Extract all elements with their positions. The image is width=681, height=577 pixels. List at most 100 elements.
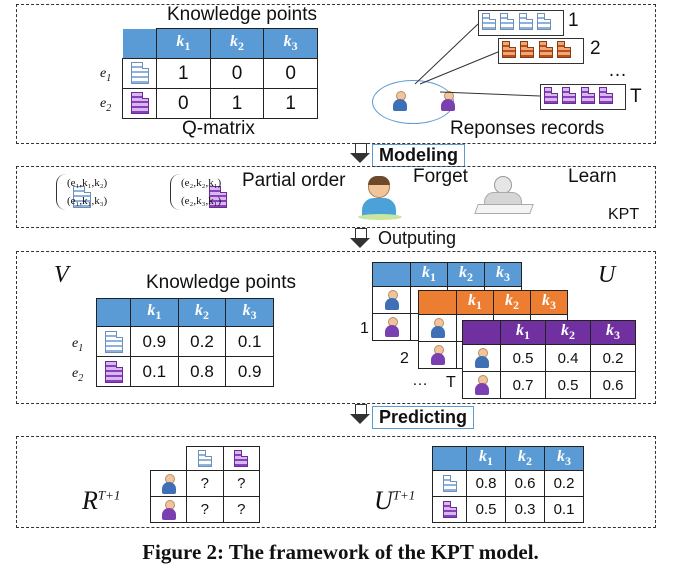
v-header-k2: k2	[177, 298, 227, 327]
v-header-k3: k3	[225, 298, 274, 327]
q-header-k3: k3	[263, 28, 318, 59]
un-cell: 0.5	[466, 496, 506, 523]
uT-header-k2: k2	[545, 320, 591, 345]
predicting-arrow-icon	[348, 404, 372, 424]
un-cell: 0.8	[466, 470, 506, 497]
response-record-T	[540, 84, 626, 110]
student-icon	[384, 290, 400, 310]
pairs-e2: (e₂,k₂,k₁) (e₂,k₃,k₁)	[170, 174, 221, 210]
u-next-table: k1 k2 k3 0.8 0.6 0.2 0.5 0.3 0.1	[432, 446, 584, 523]
v-cell: 0.8	[177, 356, 227, 387]
u-stack-label-ellipsis: …	[412, 372, 428, 389]
u-stack-label-1: 1	[360, 320, 369, 337]
row-label-e2: e2	[100, 96, 112, 114]
v-header-k1: k1	[130, 298, 179, 327]
un-cell: 0.1	[544, 496, 584, 523]
student-icon	[474, 375, 490, 395]
doc-icon	[500, 13, 515, 31]
doc-icon	[96, 326, 131, 357]
student-icon	[384, 317, 400, 337]
pair-text: (e₂,k₃,k₁)	[181, 195, 222, 207]
predicting-label: Predicting	[372, 406, 475, 429]
response-index-T: T	[630, 86, 642, 107]
doc-cell	[222, 446, 260, 471]
q-cell: 1	[156, 58, 211, 89]
u-cell: 0.7	[500, 371, 546, 399]
un-header-k3: k3	[544, 446, 584, 471]
corner-cell	[432, 446, 467, 471]
outputing-arrow-icon	[348, 228, 372, 248]
exercise-doc-icon	[104, 360, 123, 383]
doc-icon	[544, 87, 558, 105]
un-cell: 0.3	[505, 496, 545, 523]
q-cell: 1	[209, 88, 265, 119]
un-header-k1: k1	[466, 446, 506, 471]
figure-caption: Figure 2: The framework of the KPT model…	[142, 540, 539, 564]
corner-cell	[150, 446, 187, 471]
uT-header-k3: k3	[590, 320, 636, 345]
pair-text: (e₁,k₁,k₃)	[67, 195, 108, 207]
student-icon	[440, 91, 456, 111]
doc-icon	[482, 13, 496, 31]
un-cell: 0.6	[505, 470, 545, 497]
doc-icon	[557, 41, 572, 59]
doc-icon	[599, 87, 614, 105]
doc-icon	[122, 58, 157, 89]
exercise-doc-icon	[130, 62, 149, 85]
u-table-T: k1 k2 k3 0.5 0.4 0.2 0.7 0.5 0.6	[462, 320, 636, 399]
response-index-2: 2	[590, 38, 601, 59]
u-cell: 0.4	[545, 344, 591, 372]
u-cell: 0.2	[590, 344, 636, 372]
exercise-doc-icon	[72, 186, 91, 208]
student-cell	[372, 286, 411, 314]
q-header-k2: k2	[209, 28, 265, 59]
doc-icon	[96, 356, 131, 387]
q-matrix-table: k1 k2 k3 1 0 0 0 1 1	[122, 28, 318, 119]
pairs-e1: (e₁,k₁,k₂) (e₁,k₁,k₃)	[56, 174, 107, 210]
u2-header-k2: k2	[493, 290, 531, 315]
student-cell	[150, 470, 187, 497]
u-stack-label-T: T	[446, 374, 456, 391]
r-cell: ?	[186, 470, 224, 497]
v-cell: 0.9	[130, 326, 179, 357]
corner-cell	[372, 262, 411, 287]
response-record-2	[498, 38, 584, 64]
doc-icon	[122, 88, 157, 119]
u1-header-k1: k1	[410, 262, 448, 287]
student-icon	[474, 348, 490, 368]
row-label-e2: e2	[72, 366, 84, 384]
learn-figure-icon	[474, 176, 534, 216]
exercise-doc-icon	[104, 330, 123, 353]
doc-cell	[186, 446, 224, 471]
doc-icon	[580, 87, 595, 105]
panel-input	[16, 4, 656, 144]
u-stack-label-2: 2	[400, 350, 409, 367]
panel-predict	[16, 436, 656, 528]
pair-text: (e₁,k₁,k₂)	[67, 177, 108, 189]
doc-icon	[518, 13, 533, 31]
v-cell: 0.1	[225, 326, 274, 357]
student-cell	[418, 341, 457, 369]
q-matrix-label: Q-matrix	[182, 118, 255, 139]
r-cell: ?	[222, 470, 260, 497]
doc-icon	[502, 41, 516, 59]
exercise-doc-icon	[197, 449, 212, 467]
student-cell	[462, 344, 501, 372]
response-index-1: 1	[568, 10, 579, 31]
panel-kpt	[16, 166, 656, 228]
pair-text: (e₂,k₂,k₁)	[181, 177, 222, 189]
u2-header-k3: k3	[530, 290, 568, 315]
row-label-e1: e1	[72, 336, 84, 354]
exercise-doc-icon	[234, 449, 249, 467]
response-index-ellipsis: …	[608, 60, 627, 81]
corner-cell	[418, 290, 457, 315]
student-icon	[392, 91, 408, 111]
v-cell: 0.1	[130, 356, 179, 387]
u1-header-k2: k2	[447, 262, 485, 287]
uT-header-k1: k1	[500, 320, 546, 345]
doc-cell	[432, 496, 467, 523]
student-cell	[372, 313, 411, 341]
modeling-arrow-icon	[348, 143, 372, 163]
panel-output	[16, 251, 656, 404]
forget-label: Forget	[413, 166, 468, 187]
